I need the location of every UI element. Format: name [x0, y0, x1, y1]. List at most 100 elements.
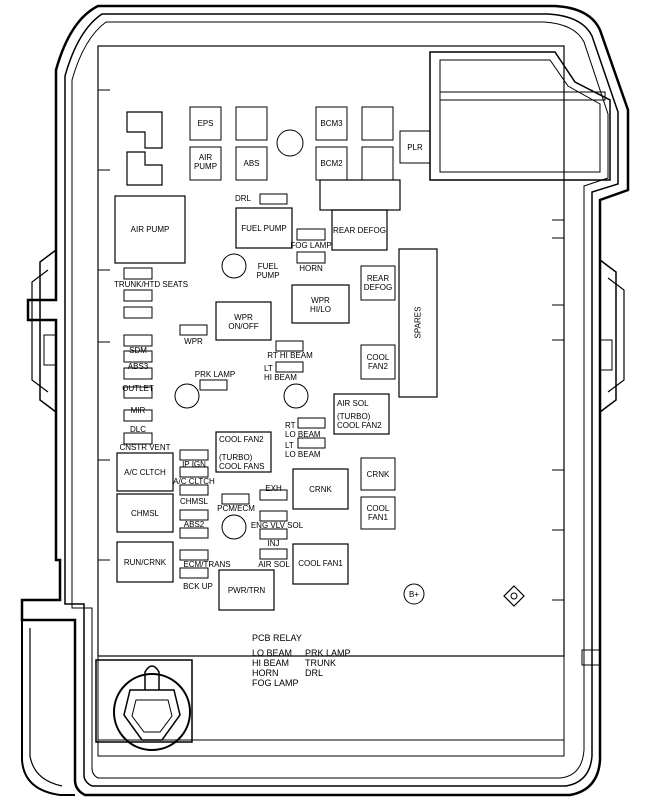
label-drl: DRL [234, 194, 251, 203]
slot-trunk-htd-1 [123, 267, 153, 280]
label-horn: HORN [299, 264, 323, 273]
pcb-relay-item: FOG LAMP [252, 678, 299, 688]
label-air-sol2: AIR SOL [258, 560, 290, 569]
slot-top-left-2 [126, 151, 163, 186]
slot-lt-lo-beam [297, 437, 326, 449]
label-cool-fan2-turbo: COOL FAN2 (TURBO) COOL FANS [219, 435, 265, 471]
housing-inner-rim2 [71, 21, 609, 779]
label-cool-fan1: COOL FAN1 [298, 559, 343, 568]
slot-chmsl [179, 484, 209, 496]
label-air-pump-small: AIR PUMP [193, 153, 218, 171]
b-plus-terminal [403, 583, 425, 605]
slot-wpr-onoff [215, 301, 272, 341]
slot-outlet-1 [123, 386, 153, 399]
slot-eng-vlv-sol [259, 510, 288, 522]
slot-crnk [360, 457, 396, 491]
label-rt-hi-beam: RT HI BEAM [267, 351, 313, 360]
label-prk-lamp: PRK LAMP [194, 370, 236, 379]
label-dlc: DLC [129, 425, 146, 434]
label-ecm-trans: ECM/TRANS [183, 560, 231, 569]
slot-lt-hi-beam [275, 361, 304, 373]
slot-round-bottom [221, 514, 247, 540]
label-rear-defog: REAR DEFOG [333, 226, 386, 235]
slot-eps [189, 106, 222, 141]
label-eps: EPS [197, 119, 214, 128]
slot-sdm-1 [123, 334, 153, 347]
slot-rear-defog-lower [331, 209, 388, 251]
label-abs3: ABS3 [127, 362, 149, 371]
slot-plr [399, 130, 431, 164]
slot-blank-1 [123, 306, 153, 319]
pcb-relay-item: TRUNK [305, 658, 336, 668]
label-abs: ABS [243, 159, 260, 168]
slot-fuel-pump [235, 207, 293, 249]
slot-exh [259, 489, 288, 501]
top-right-block [429, 51, 611, 181]
pcb-relay-col2: PRK LAMP TRUNK DRL [305, 648, 351, 678]
slot-abs3 [123, 350, 153, 363]
slot-drl [259, 193, 288, 205]
label-chmsl-relay: CHMSL [130, 509, 159, 518]
label-inj: INJ [267, 539, 280, 548]
slot-ac-clutch-relay [116, 452, 174, 492]
slot-air-sol2 [259, 548, 288, 560]
slot-cool-fan1-relay [360, 496, 396, 530]
bottom-bar [97, 655, 565, 757]
slot-bcm3 [315, 106, 348, 141]
left-latch [39, 249, 57, 413]
pcb-relay-item: PRK LAMP [305, 648, 351, 658]
slot-rt-hi-beam [275, 340, 304, 352]
label-bcm3: BCM3 [320, 119, 343, 128]
label-outlet: OUTLET [122, 384, 154, 393]
slot-inj [259, 528, 288, 540]
label-turbo-cool-fan2: (TURBO) COOL FAN2 [337, 412, 382, 430]
slot-prk-lamp [199, 379, 228, 391]
label-crnk-relay: CRNK [309, 485, 332, 494]
slot-ip-ign [179, 449, 209, 461]
label-air-pump-big: AIR PUMP [130, 225, 170, 234]
label-mir: MIR [130, 406, 146, 415]
label-cool-fan1-relay: COOL FAN1 [366, 504, 390, 522]
label-crnk: CRNK [366, 470, 390, 479]
label-wpr: WPR [184, 337, 203, 346]
label-air-sol: AIR SOL [337, 399, 369, 408]
label-lt-hi-beam: LT HI BEAM [264, 364, 297, 382]
cable-boot [21, 620, 75, 796]
right-latch [599, 259, 617, 413]
slot-trunk-htd-2 [123, 289, 153, 302]
label-cool-fan2: COOL FAN2 [366, 353, 390, 371]
slot-dlc [123, 432, 153, 445]
slot-air-pump-small [189, 146, 222, 181]
pcb-relay-col1: LO BEAM HI BEAM HORN FOG LAMP [252, 648, 299, 688]
label-ac-clutch-relay: A/C CLTCH [124, 468, 166, 477]
label-fog-lamp: FOG LAMP [290, 241, 332, 250]
label-run-crnk: RUN/CRNK [123, 558, 167, 567]
slot-horn [296, 251, 326, 264]
slot-spares [398, 248, 438, 398]
slot-top-mid-1 [235, 106, 268, 141]
label-fuel-pump: FUEL PUMP [241, 224, 287, 233]
slot-air-sol [333, 393, 390, 435]
housing-inner-rim [64, 13, 619, 787]
slot-blank-3 [179, 509, 209, 521]
slot-round-mid [221, 253, 247, 279]
label-ac-clutch: A/C CLTCH [173, 477, 215, 486]
slot-top-right-1 [361, 106, 394, 141]
pcb-relay-item: LO BEAM [252, 648, 293, 658]
label-fuel-pump-small: FUEL PUMP [256, 262, 280, 280]
label-chmsl: CHMSL [179, 497, 208, 506]
slot-cool-fan1 [292, 543, 349, 585]
label-lt-lo-beam: LT LO BEAM [285, 441, 321, 459]
slot-pcm-ecm [221, 493, 250, 505]
label-plr: PLR [407, 143, 423, 152]
slot-pwr-trn [218, 569, 275, 611]
stud-terminal [503, 585, 525, 607]
slot-cool-fan2-turbo [215, 431, 272, 473]
pcb-relay-title: PCB RELAY [252, 633, 302, 643]
label-abs2: ABS2 [183, 520, 205, 529]
label-pwr-trn: PWR/TRN [227, 586, 266, 595]
pcb-relay-item: HORN [252, 668, 279, 678]
slot-wpr-hilo [291, 284, 350, 324]
label-wpr-onoff: WPR ON/OFF [228, 313, 259, 331]
